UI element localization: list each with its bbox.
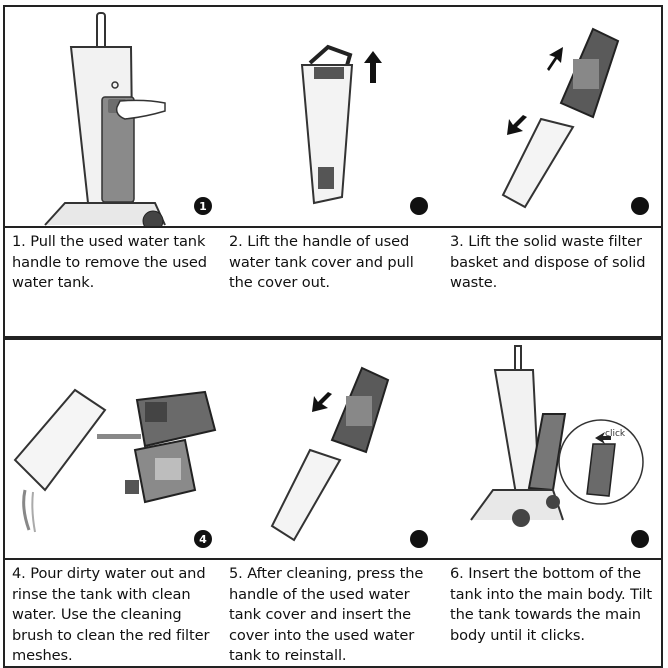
- step-1-badge: 1: [194, 197, 212, 215]
- step-6-illustration: click: [443, 338, 663, 560]
- step-3-text: 3. Lift the solid waste filter basket an…: [443, 228, 663, 338]
- step-3-badge: [631, 197, 649, 215]
- step-2-illustration: [222, 5, 445, 228]
- step-4-text: 4. Pour dirty water out and rinse the ta…: [3, 560, 224, 668]
- step-6-text: 6. Insert the bottom of the tank into th…: [443, 560, 663, 668]
- step-1-illustration: 1: [3, 5, 224, 228]
- step-2-text: 2. Lift the handle of used water tank co…: [222, 228, 445, 338]
- step-1-text: 1. Pull the used water tank handle to re…: [3, 228, 224, 338]
- row-divider: [3, 338, 663, 340]
- step-5-text: 5. After cleaning, press the handle of t…: [222, 560, 445, 668]
- step-6-badge: [631, 530, 649, 548]
- click-callout-label: click: [605, 429, 626, 439]
- step-5-illustration: [222, 338, 445, 560]
- step-2-badge: [410, 197, 428, 215]
- step-5-badge: [410, 530, 428, 548]
- step-4-badge: 4: [194, 530, 212, 548]
- step-4-illustration: 4: [3, 338, 224, 560]
- step-3-illustration: [443, 5, 663, 228]
